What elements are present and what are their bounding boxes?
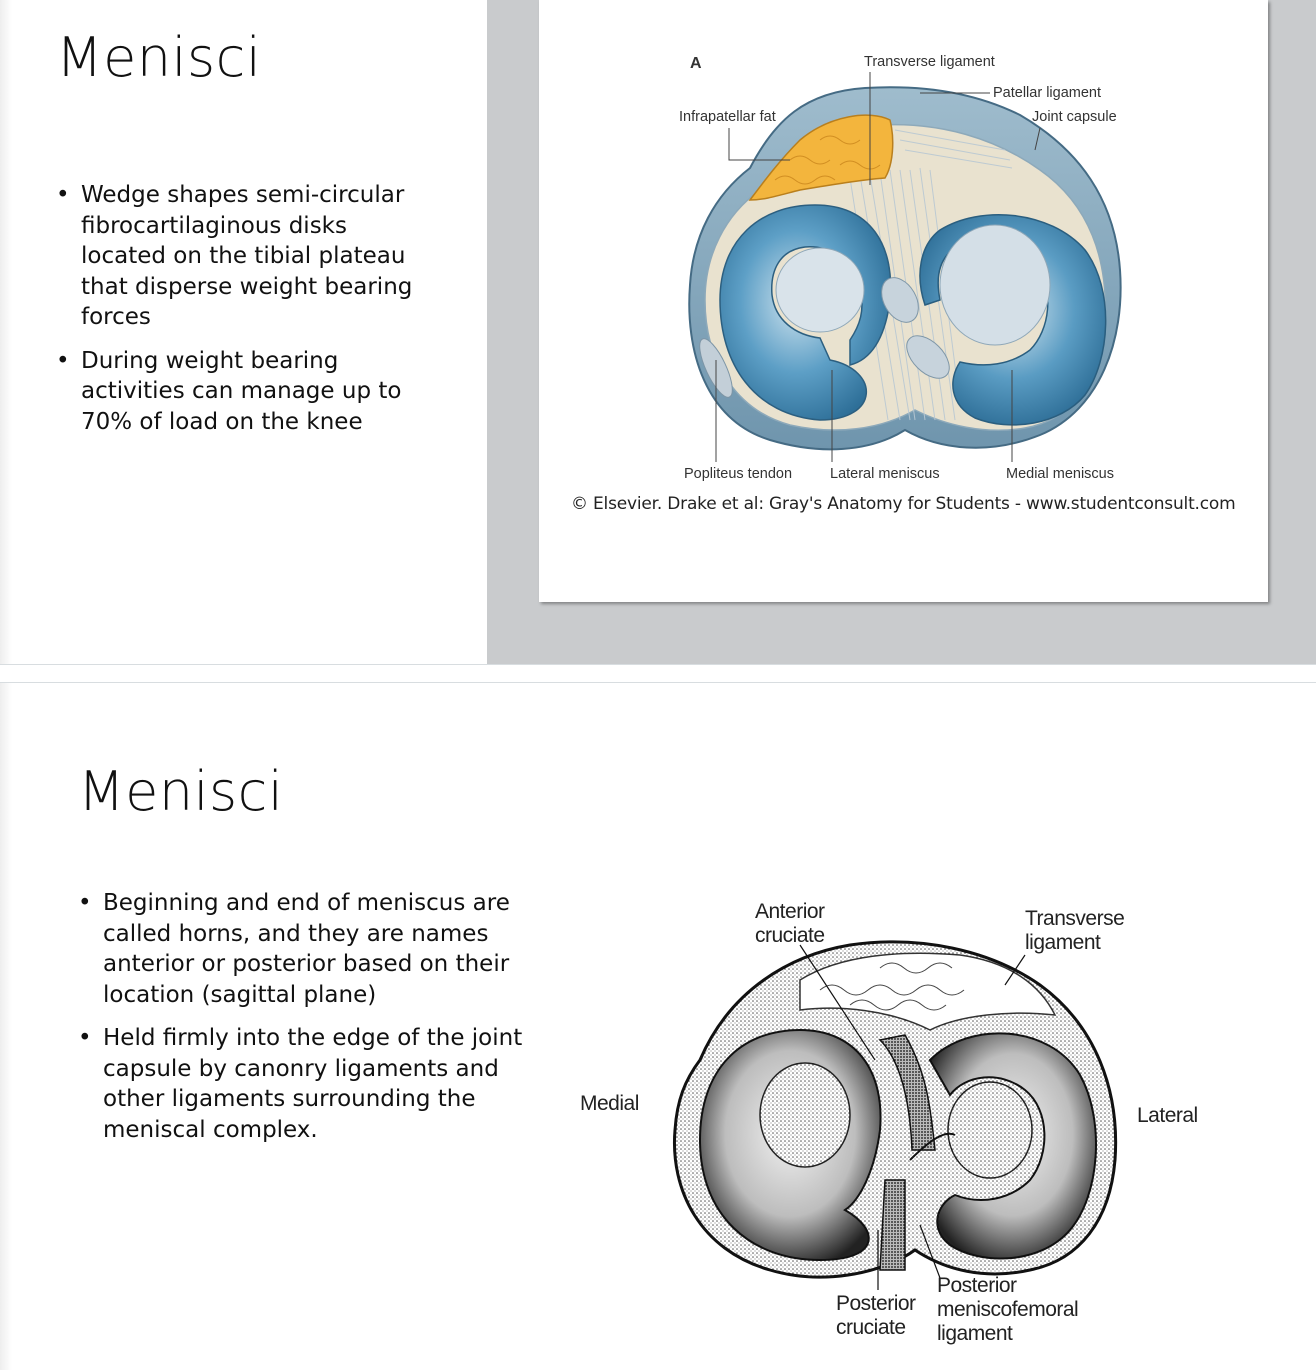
meniscus-line-drawing xyxy=(672,940,1118,1290)
label-joint-capsule: Joint capsule xyxy=(1032,109,1117,125)
label-infrapatellar-fat: Infrapatellar fat xyxy=(679,109,776,125)
label-posterior-meniscofemoral-ligament: Posterior meniscofemoral ligament xyxy=(937,1274,1079,1345)
slide-separator xyxy=(0,664,1316,683)
label-patellar-ligament: Patellar ligament xyxy=(993,85,1101,101)
bullet-item: Beginning and end of meniscus are called… xyxy=(78,888,528,1010)
slide-2-bullet-list: Beginning and end of meniscus are called… xyxy=(78,888,528,1158)
slide-1-bullet-list: Wedge shapes semi-circular fibrocartilag… xyxy=(56,180,436,450)
label-medial-meniscus: Medial meniscus xyxy=(1006,466,1114,482)
bullet-item: Held firmly into the edge of the joint c… xyxy=(78,1023,528,1145)
label-popliteus-tendon: Popliteus tendon xyxy=(684,466,793,482)
figure-copyright: © Elsevier. Drake et al: Gray's Anatomy … xyxy=(571,494,1236,514)
label-lateral: Lateral xyxy=(1137,1104,1198,1127)
bullet-item: Wedge shapes semi-circular fibrocartilag… xyxy=(56,180,436,333)
label-posterior-cruciate: Posterior cruciate xyxy=(836,1292,916,1339)
slide-edge-shadow xyxy=(0,683,12,1370)
figure-panel-letter: A xyxy=(690,55,702,72)
label-transverse-ligament-2: Transverse ligament xyxy=(1025,907,1125,954)
slide-1-title: Menisci xyxy=(56,26,262,89)
label-transverse-ligament: Transverse ligament xyxy=(864,54,995,70)
label-anterior-cruciate: Anterior cruciate xyxy=(755,900,825,947)
slide-edge-shadow xyxy=(0,0,12,664)
slide-2-title: Menisci xyxy=(78,760,284,823)
slide-1: Menisci Wedge shapes semi-circular fibro… xyxy=(0,0,1316,664)
label-medial: Medial xyxy=(580,1092,639,1115)
label-lateral-meniscus: Lateral meniscus xyxy=(830,466,940,482)
tibial-plateau-illustration xyxy=(688,72,1122,462)
bullet-item: During weight bearing activities can man… xyxy=(56,346,436,438)
